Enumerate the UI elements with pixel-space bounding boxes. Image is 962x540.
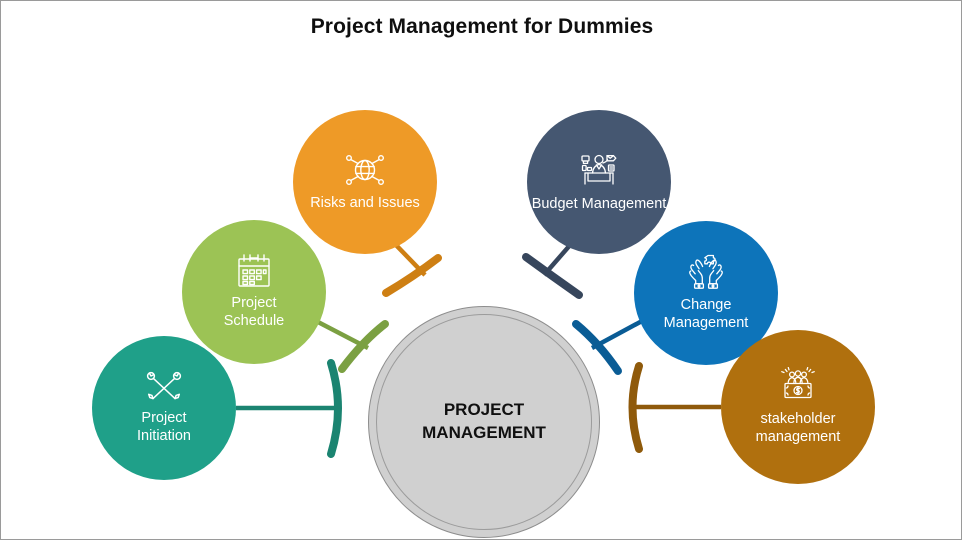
node-stakeholder-management[interactable]: stakeholder management <box>721 330 875 484</box>
node-label-project-initiation: Project Initiation <box>136 410 191 444</box>
connector-stakeholder-management <box>628 362 721 453</box>
wrenches-icon <box>144 370 184 404</box>
connector-budget-management <box>522 242 583 299</box>
node-budget-management[interactable]: Budget Management <box>527 110 671 254</box>
node-project-schedule[interactable]: Project Schedule <box>182 220 326 364</box>
node-project-initiation[interactable]: Project Initiation <box>92 336 236 480</box>
people-money-icon <box>776 367 820 405</box>
page-title: Project Management for Dummies <box>310 15 654 38</box>
node-label-stakeholder-management: stakeholder management <box>755 411 841 445</box>
connector-project-initiation <box>236 359 342 458</box>
connector-project-schedule <box>316 320 389 373</box>
globe-network-icon <box>343 151 387 189</box>
calendar-icon <box>235 253 273 289</box>
hub-label: PROJECT MANAGEMENT <box>422 400 546 442</box>
connector-risks-and-issues <box>382 242 442 297</box>
node-label-change-management: Change Management <box>663 297 749 331</box>
node-risks-and-issues[interactable]: Risks and Issues <box>293 110 437 254</box>
hands-puzzle-icon <box>685 253 727 291</box>
node-change-management[interactable]: Change Management <box>634 221 778 365</box>
connector-change-management <box>572 319 644 375</box>
node-label-project-schedule: Project Schedule <box>223 295 285 329</box>
desk-worker-icon <box>577 150 621 190</box>
central-node-project-management[interactable]: PROJECT MANAGEMENT <box>368 306 600 538</box>
node-label-risks-and-issues: Risks and Issues <box>310 195 420 212</box>
node-label-budget-management: Budget Management <box>531 196 667 213</box>
